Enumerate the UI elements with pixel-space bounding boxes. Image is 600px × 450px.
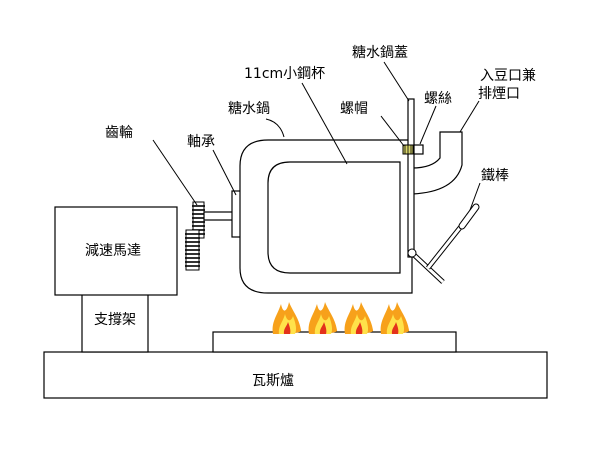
gear-lower <box>185 229 200 271</box>
leader-bearing <box>212 149 237 196</box>
leader-lines <box>152 61 481 211</box>
inlet-smoke-tube <box>411 131 463 195</box>
leader-gear <box>152 139 198 206</box>
steel-cup <box>267 161 401 274</box>
gas-stove <box>43 351 548 399</box>
label-syrup-pot: 糖水鍋 <box>228 101 270 117</box>
flame-3 <box>344 302 374 334</box>
label-gear: 齒輪 <box>105 124 133 141</box>
label-iron-rod: 鐵棒 <box>481 167 509 184</box>
leader-screw <box>419 105 437 145</box>
flame-2 <box>308 302 338 334</box>
label-inlet-line2: 排煙口 <box>478 86 520 102</box>
flame-4 <box>380 302 410 334</box>
leader-steel-cup <box>301 82 348 165</box>
label-inlet-line1: 入豆口兼 <box>480 68 536 84</box>
label-reduction-motor: 減速馬達 <box>85 242 141 259</box>
flames <box>272 302 410 334</box>
leader-nut <box>380 115 405 147</box>
screw <box>413 144 424 155</box>
flame-1 <box>272 302 302 334</box>
label-nut: 螺帽 <box>340 101 368 117</box>
label-pot-lid: 糖水鍋蓋 <box>352 45 408 61</box>
leader-inlet <box>459 100 480 133</box>
leader-pot-lid <box>383 61 410 102</box>
label-gas-stove: 瓦斯爐 <box>252 373 294 389</box>
burner-plate <box>212 331 457 353</box>
leader-syrup-pot <box>265 118 285 138</box>
reduction-motor <box>54 206 178 296</box>
pot-lid <box>407 98 415 258</box>
label-screw: 螺絲 <box>424 91 452 107</box>
label-steel-cup: 11cm小鋼杯 <box>244 66 325 82</box>
label-bearing: 軸承 <box>187 134 215 150</box>
label-support-stand: 支撐架 <box>94 312 136 328</box>
leader-iron-rod <box>469 182 481 211</box>
iron-rod <box>407 203 480 284</box>
